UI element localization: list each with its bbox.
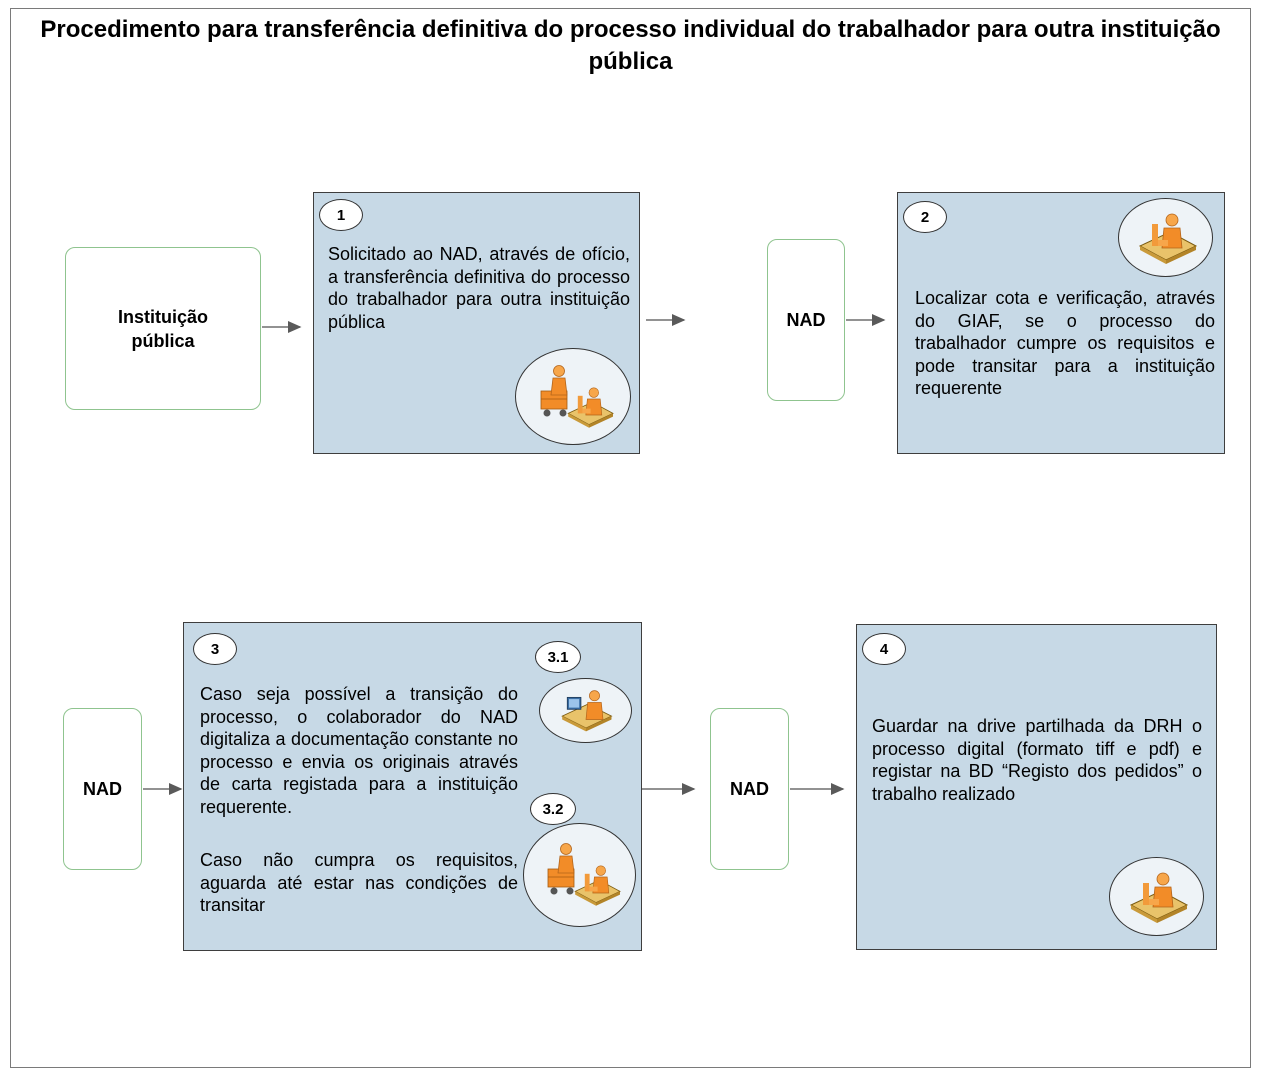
actor-label: NAD	[730, 779, 769, 799]
step-number-badge: 1	[319, 199, 363, 231]
step-3-2-badge: 3.2	[530, 793, 576, 825]
step-3-text-possible: Caso seja possível a transição do proces…	[200, 684, 518, 817]
page-title: Procedimento para transferência definiti…	[40, 16, 1221, 75]
archivist-and-worker-icon	[515, 348, 631, 445]
actor-label: NAD	[83, 779, 122, 799]
step-1-box: 1 Solicitado ao NAD, através de ofício, …	[313, 192, 640, 454]
archivist-and-worker-icon	[523, 823, 636, 927]
step-2-box: 2 Localizar cota e verificação, através …	[897, 192, 1225, 454]
step-number-badge: 4	[862, 633, 906, 665]
worker-at-desk-icon	[1118, 198, 1213, 277]
worker-at-computer-icon	[539, 678, 632, 743]
actor-nad-3: NAD	[710, 708, 789, 870]
worker-at-desk-icon	[1109, 857, 1204, 936]
step-number-badge: 3	[193, 633, 237, 665]
step-number-badge: 2	[903, 201, 947, 233]
step-3-1-badge: 3.1	[535, 641, 581, 673]
actor-nad-1: NAD	[767, 239, 845, 401]
step-3-text-not-possible: Caso não cumpra os requisitos, aguarda a…	[200, 850, 518, 915]
step-1-text: Solicitado ao NAD, através de ofício, a …	[328, 244, 630, 332]
step-3-box: 3 3.1 3.2 Caso seja possível a transição…	[183, 622, 642, 951]
actor-nad-2: NAD	[63, 708, 142, 870]
actor-label: Instituição pública	[117, 306, 208, 351]
step-4-box: 4 Guardar na drive partilhada da DRH o p…	[856, 624, 1217, 950]
step-4-text: Guardar na drive partilhada da DRH o pro…	[872, 716, 1202, 804]
actor-instituicao-publica: Instituição pública	[65, 247, 261, 410]
step-2-text: Localizar cota e verificação, através do…	[915, 288, 1215, 398]
actor-label: NAD	[786, 310, 826, 330]
